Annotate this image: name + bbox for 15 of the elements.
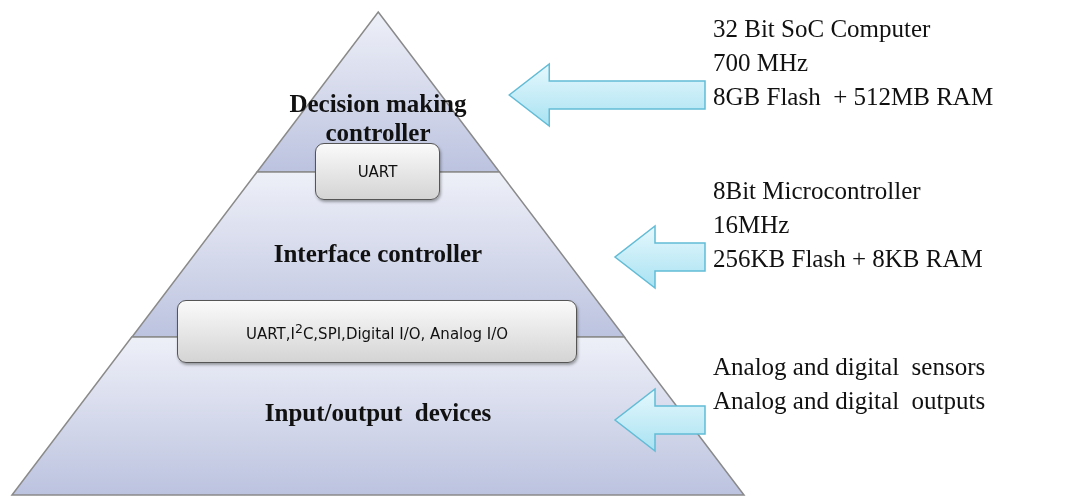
spec-text: 8Bit Microcontroller [713,176,922,206]
layer-title: Input/output devices [263,399,493,428]
block-arrow [613,387,706,453]
spec-text: Analog and digital outputs [713,386,986,416]
spec-text: 8GB Flash + 512MB RAM [713,82,994,112]
spec-text: 256KB Flash + 8KB RAM [713,244,983,274]
interface-box: UART [315,143,440,200]
spec-text: 700 MHz [713,48,810,78]
block-arrow [613,224,706,290]
layer-title: Interface controller [272,240,484,269]
block-arrow [508,62,706,128]
spec-text: Analog and digital sensors [713,352,986,382]
interface-box: UART,I$^{2}$C,SPI,Digital I/O, Analog I/O [177,300,577,363]
spec-text: 32 Bit SoC Computer [713,14,932,44]
spec-text: 16MHz [713,210,791,240]
